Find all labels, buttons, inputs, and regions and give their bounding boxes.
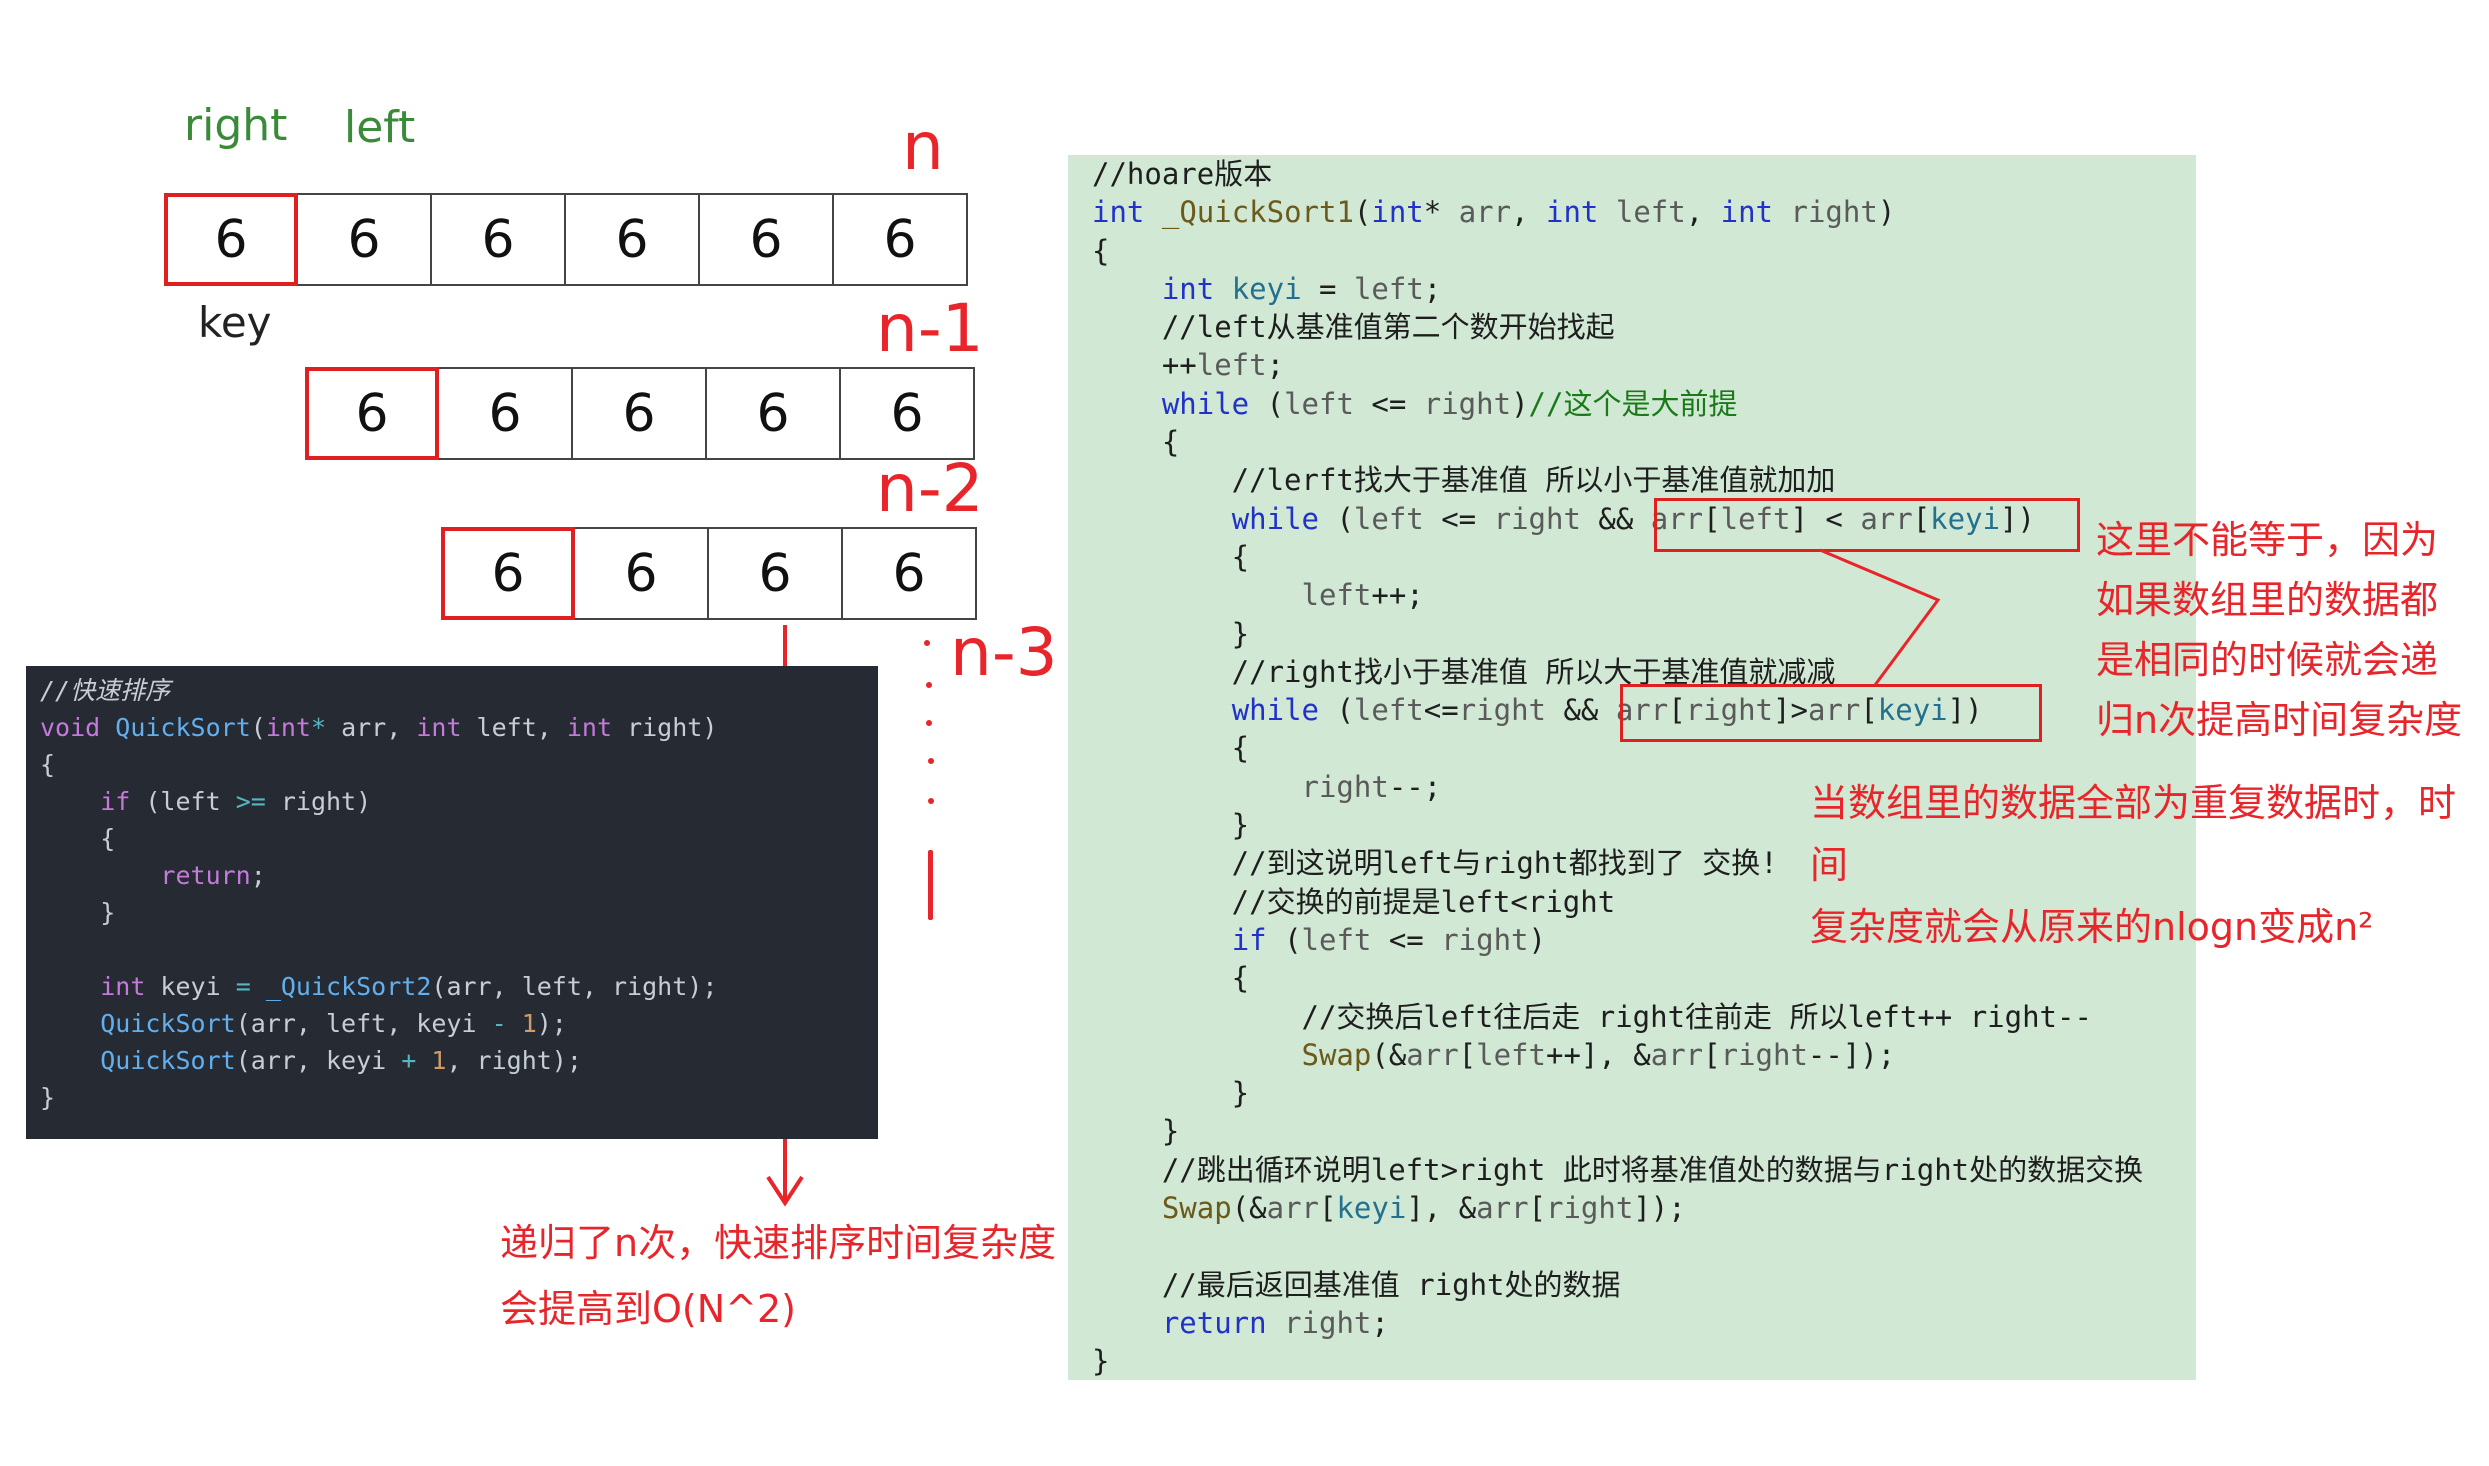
left-pointer-label: left [344, 102, 416, 153]
note-line: 如果数组里的数据都 [2096, 578, 2439, 622]
code-line: QuickSort(arr, left, keyi - 1); [100, 1009, 567, 1038]
code-line [1092, 1227, 2196, 1265]
code-line: while (left<=right && arr[right]>arr[key… [1231, 693, 1983, 728]
code-line: //hoare版本 [1092, 157, 1273, 191]
array-cell-key: 6 [164, 193, 298, 286]
code-line: //left从基准值第二个数开始找起 [1092, 310, 1615, 345]
code-line: while (left <= right)//这个是大前提 [1161, 386, 1738, 421]
code-line: } [1092, 616, 1250, 651]
code-comment: //快速排序 [40, 676, 171, 705]
code-line: //交换的前提是left<right [1092, 884, 1616, 919]
quicksort-code-panel: //快速排序 void QuickSort(int* arr, int left… [26, 666, 878, 1139]
array-cell: 6 [709, 527, 843, 620]
code-line: //交换后left往后走 right往前走 所以left++ right-- [1092, 999, 2092, 1034]
code-line: } [1092, 1076, 1250, 1111]
array-cell: 6 [573, 367, 707, 460]
code-line: } [1092, 1344, 1110, 1379]
array-cell-key: 6 [441, 527, 575, 620]
code-line: QuickSort(arr, keyi + 1, right); [100, 1046, 582, 1075]
code-line: Swap(&arr[keyi], &arr[right]); [1161, 1191, 1686, 1226]
level-label-n-1: n-1 [876, 290, 984, 367]
code-line: } [1092, 1114, 1180, 1149]
ellipsis-dots [924, 640, 934, 920]
array-cell: 6 [700, 193, 834, 286]
code-line: //right找小于基准值 所以大于基准值就减减 [1092, 654, 1836, 689]
note-line: 是相同的时候就会递 [2096, 638, 2439, 682]
note-line: 当数组里的数据全部为重复数据时，时间 [1810, 781, 2457, 887]
code-line: //跳出循环说明left>right 此时将基准值处的数据与right处的数据交… [1092, 1152, 2144, 1187]
code-line: int keyi = _QuickSort2(arr, left, right)… [100, 972, 718, 1001]
code-line: { [1092, 233, 1110, 268]
array-cell: 6 [566, 193, 700, 286]
array-row-n-1: 6 6 6 6 6 [305, 367, 975, 460]
code-line: } [40, 1083, 56, 1112]
code-line: { [1092, 961, 1250, 996]
array-cell: 6 [707, 367, 841, 460]
level-label-n-2: n-2 [876, 450, 984, 527]
code-line: ++left; [1092, 348, 1285, 383]
hoare-code-panel: //hoare版本 int _QuickSort1(int* arr, int … [1068, 155, 2196, 1380]
level-label-n-3: n-3 [950, 614, 1058, 691]
code-line [40, 931, 878, 968]
code-line: //lerft找大于基准值 所以小于基准值就加加 [1092, 463, 1836, 498]
code-line: { [1092, 539, 1250, 574]
array-cell: 6 [841, 367, 975, 460]
recursion-note-line-1: 递归了n次，快速排序时间复杂度 [500, 1221, 1057, 1265]
code-line: void QuickSort(int* arr, int left, int r… [40, 713, 718, 742]
code-line: //到这说明left与right都找到了 交换! [1092, 846, 1778, 881]
code-line: } [40, 898, 116, 927]
code-line: { [40, 824, 116, 853]
code-line: //最后返回基准值 right处的数据 [1092, 1267, 1621, 1302]
array-cell: 6 [298, 193, 432, 286]
right-pointer-label: right [184, 100, 288, 151]
code-line: if (left >= right) [100, 787, 372, 816]
highlight-connector [1820, 548, 1941, 686]
recursion-note-line-2: 会提高到O(N^2) [500, 1287, 797, 1331]
equal-sign-note: 这里不能等于，因为 如果数组里的数据都 是相同的时候就会递 归n次提高时间复杂度 [2096, 510, 2462, 750]
code-line: right--; [1301, 769, 1442, 804]
code-line: while (left <= right && arr[left] < arr[… [1231, 501, 2035, 536]
array-row-n: 6 6 6 6 6 6 [164, 193, 968, 286]
note-line: 归n次提高时间复杂度 [2096, 698, 2463, 742]
array-cell: 6 [834, 193, 968, 286]
array-cell: 6 [575, 527, 709, 620]
code-line: Swap(&arr[left++], &arr[right--]); [1301, 1037, 1896, 1072]
array-cell: 6 [432, 193, 566, 286]
code-line: { [1092, 731, 1250, 766]
array-row-n-2: 6 6 6 6 [441, 527, 977, 620]
complexity-note: 当数组里的数据全部为重复数据时，时间 复杂度就会从原来的nlogn变成n² [1810, 772, 2489, 958]
level-label-n: n [902, 108, 944, 185]
code-line: int _QuickSort1(int* arr, int left, int … [1092, 195, 1896, 230]
code-line: if (left <= right) [1231, 922, 1546, 957]
code-line: int keyi = left; [1161, 271, 1442, 306]
key-label: key [198, 298, 272, 347]
recursion-note: 递归了n次，快速排序时间复杂度 会提高到O(N^2) [500, 1210, 1056, 1342]
array-cell: 6 [843, 527, 977, 620]
code-line: left++; [1301, 578, 1424, 613]
array-cell: 6 [439, 367, 573, 460]
note-line: 复杂度就会从原来的nlogn变成n² [1810, 905, 2374, 949]
condition-highlight-right [1620, 684, 2042, 742]
code-line: } [1092, 808, 1250, 843]
array-cell-key: 6 [305, 367, 439, 460]
note-line: 这里不能等于，因为 [2096, 518, 2439, 562]
code-line: return right; [1161, 1305, 1389, 1340]
code-line: return; [160, 861, 266, 890]
code-line: { [40, 750, 56, 779]
code-line: { [1092, 425, 1180, 460]
condition-highlight-left [1654, 498, 2080, 552]
